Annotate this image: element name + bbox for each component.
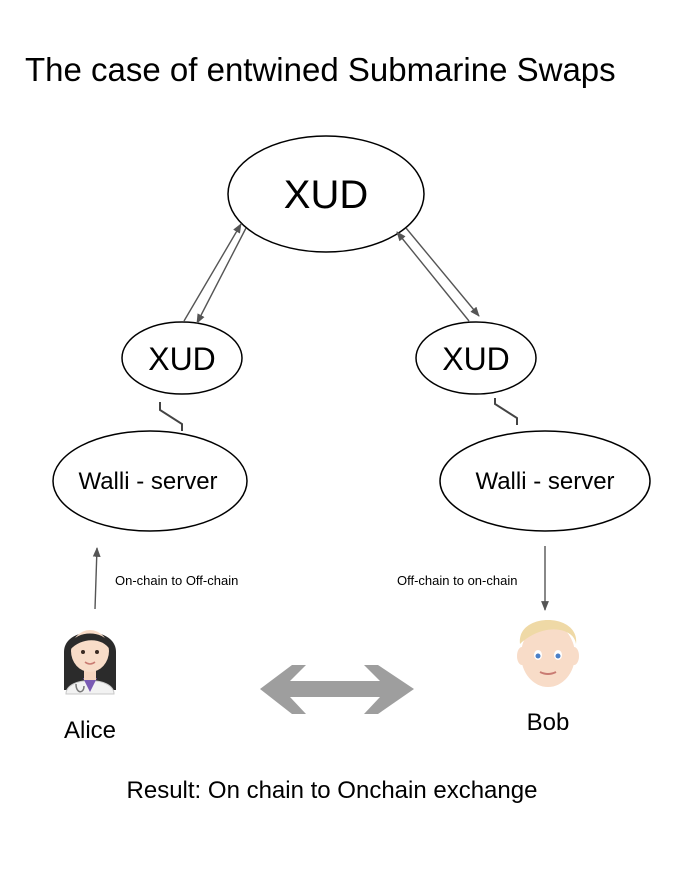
switch-icon [494, 398, 518, 425]
arrow-top-to-right [405, 227, 480, 317]
switch-icon [159, 402, 183, 431]
blond-man-icon [517, 620, 579, 687]
walli-right-label: Walli - server [475, 468, 614, 495]
double-arrow-icon [260, 665, 414, 714]
walli-server-left: Walli - server [52, 430, 248, 532]
xud-node-left: XUD [121, 321, 243, 395]
walli-left-label: Walli - server [78, 468, 217, 495]
arrow-left-to-top [183, 223, 242, 322]
flow-label-right: Off-chain to on-chain [397, 573, 517, 588]
bob-name: Bob [527, 709, 570, 736]
arrow-top-to-left [196, 227, 247, 324]
xud-right-label: XUD [442, 341, 510, 377]
xud-node-top: XUD [227, 135, 425, 253]
flow-label-left: On-chain to Off-chain [115, 573, 238, 588]
woman-health-worker-icon [64, 630, 116, 695]
xud-left-label: XUD [148, 341, 216, 377]
arrow-alice-to-walli [92, 547, 101, 610]
alice-name: Alice [64, 717, 116, 744]
result-text: Result: On chain to Onchain exchange [127, 777, 538, 804]
diagram-title: The case of entwined Submarine Swaps [25, 51, 616, 88]
xud-node-right: XUD [415, 321, 537, 395]
xud-top-label: XUD [284, 173, 368, 217]
walli-server-right: Walli - server [439, 430, 651, 532]
arrow-right-to-top [396, 231, 470, 322]
